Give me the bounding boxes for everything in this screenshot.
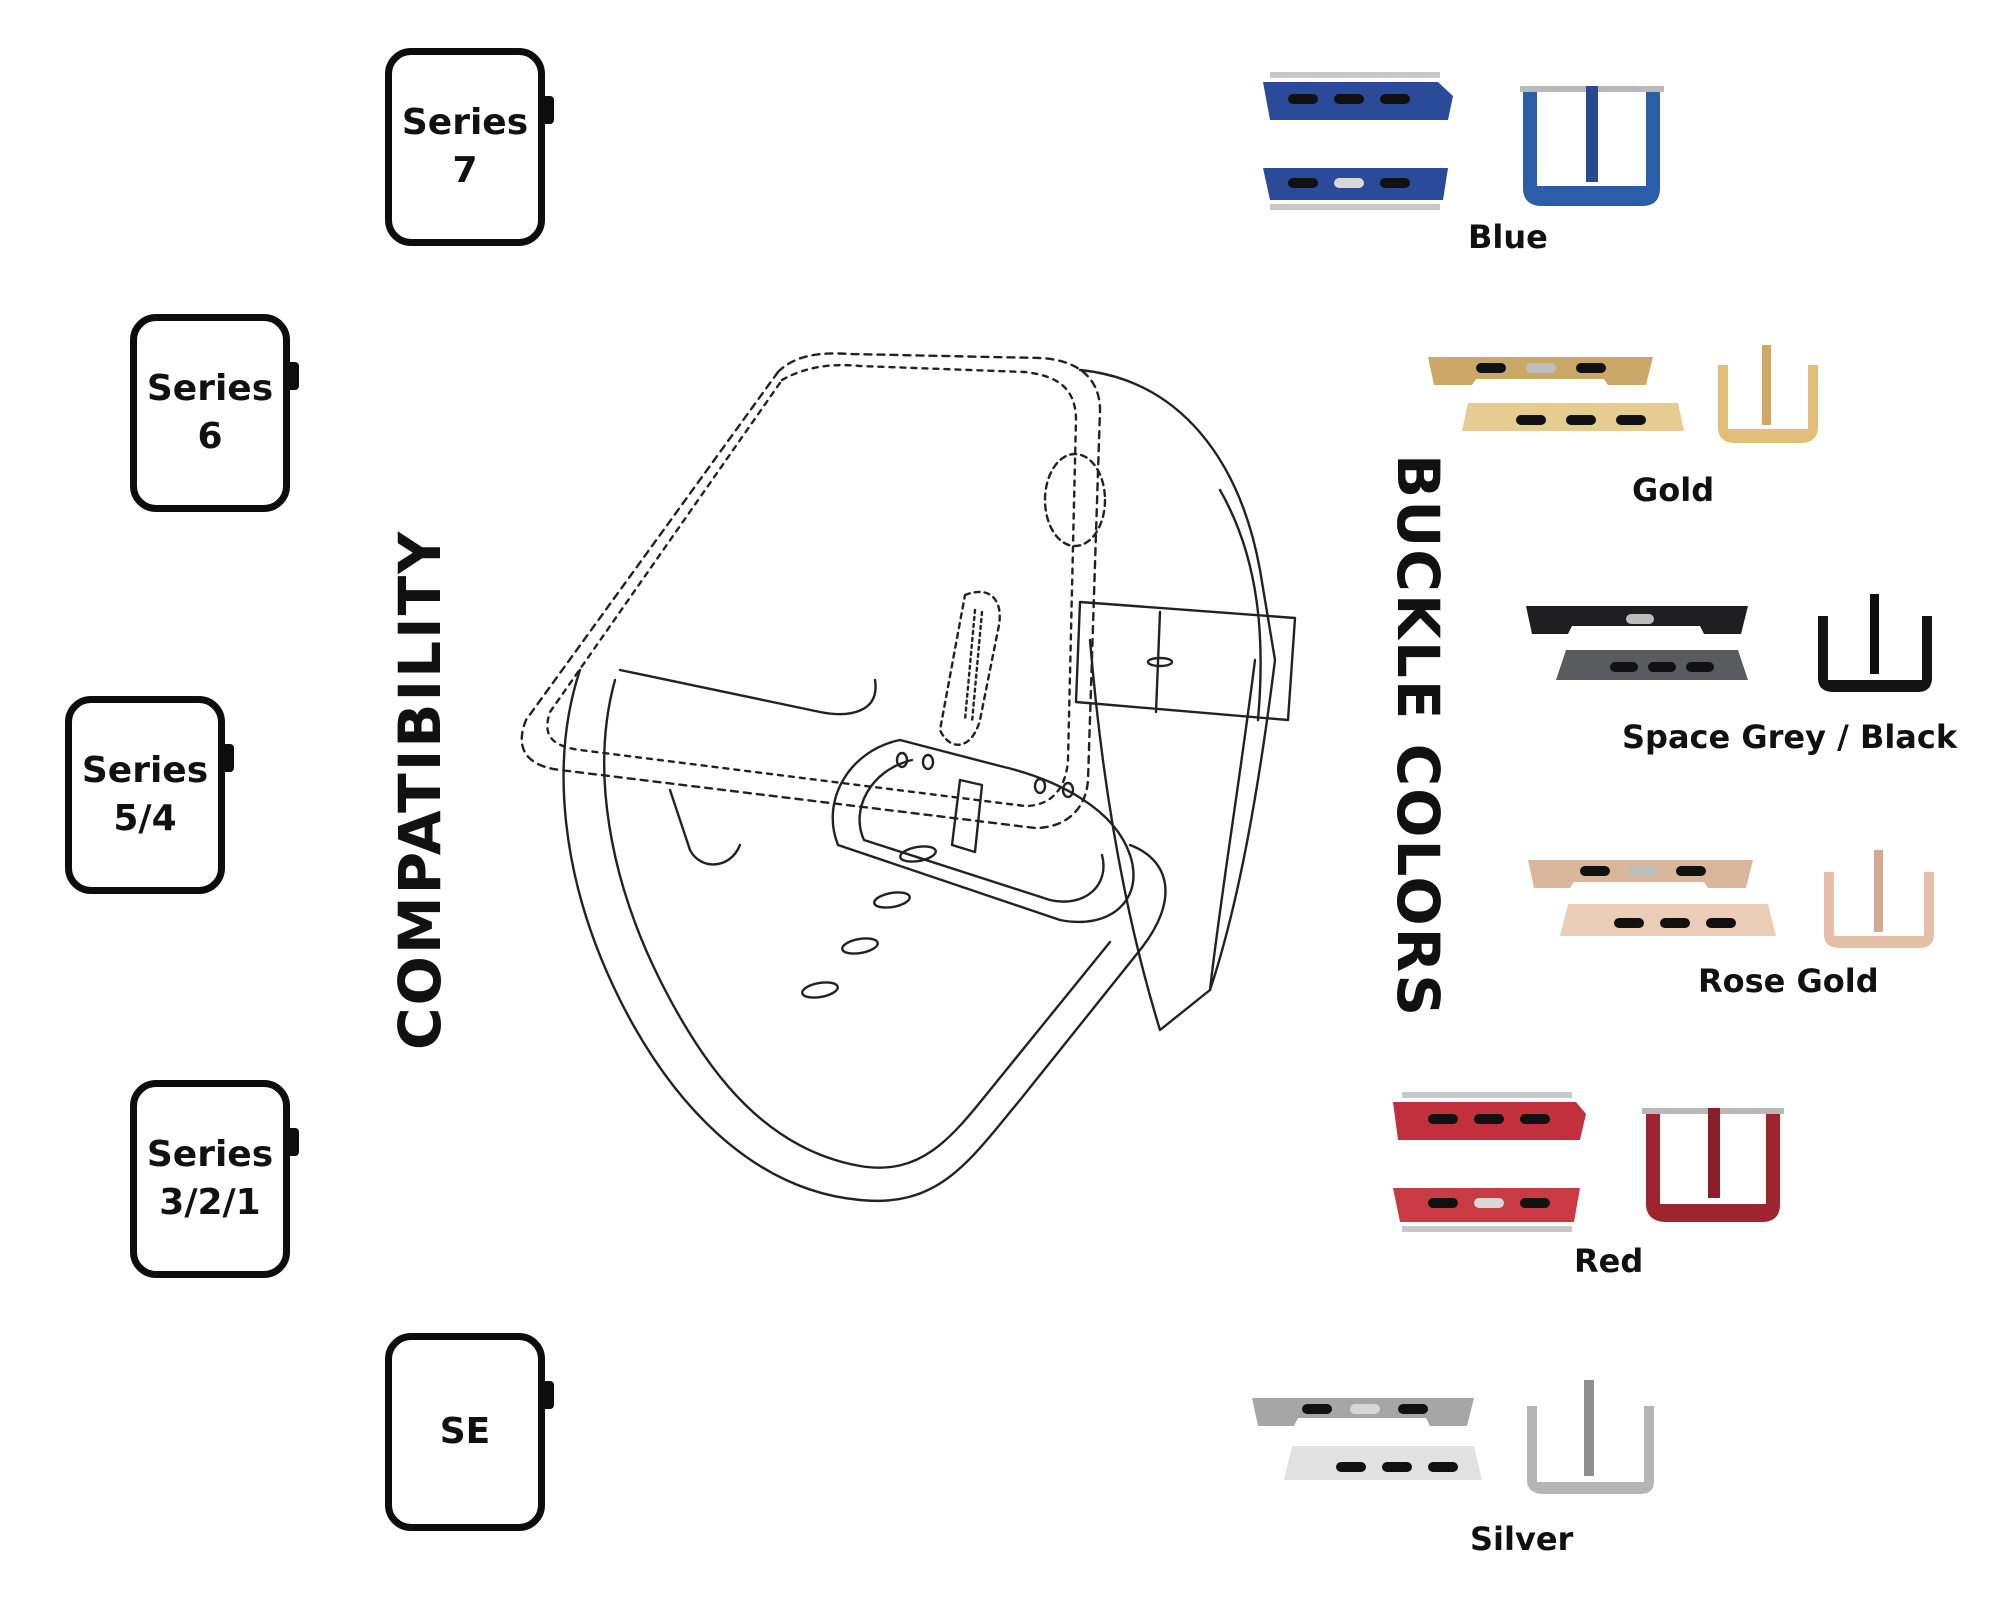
compatibility-heading: COMPATIBILITY [386, 529, 454, 1050]
connector-pair-icon [1428, 357, 1684, 431]
strap-hole [899, 845, 937, 863]
buckle-icon [1818, 594, 1932, 692]
connector-pair-icon [1252, 1398, 1482, 1480]
buckle-icon [1520, 86, 1664, 206]
buckle-icon [1824, 850, 1934, 948]
buckle-icon [1527, 1380, 1654, 1494]
keeper-loop [1074, 600, 1297, 722]
connector-pair-icon [1526, 606, 1748, 680]
watch-icon-series-3-2-1: Series 3/2/1 [130, 1080, 308, 1290]
watch-screen: Series 7 [385, 48, 545, 246]
buckle-colors-heading: BUCKLE COLORS [1384, 454, 1452, 1019]
watch-case-inner [546, 363, 1078, 808]
buckle-color-label: Gold [1632, 471, 1715, 509]
digital-crown-icon [1043, 452, 1107, 548]
buckle-color-label: Red [1574, 1242, 1644, 1280]
buckle-set-rose-gold: Rose Gold [1528, 850, 1948, 1000]
buckle-set-blue: Blue [1258, 60, 1678, 256]
watch-crown-icon [288, 1128, 299, 1156]
lug-connector [618, 668, 877, 716]
strap-hole [841, 937, 879, 955]
watch-crown-icon [543, 96, 554, 124]
buckle-icon [1642, 1108, 1784, 1222]
watch-crown-icon [543, 1381, 554, 1409]
upper-strap [1078, 368, 1277, 1032]
watch-icon-se: SE [385, 1333, 563, 1543]
buckle-icon [1718, 345, 1818, 443]
watch-icon-series-6: Series 6 [130, 314, 308, 524]
buckle-set-gold: Gold [1428, 345, 1848, 509]
strap-hole [801, 981, 839, 999]
watch-icon-series-7: Series 7 [385, 48, 563, 258]
buckle-color-label: Space Grey / Black [1622, 718, 1958, 756]
connector-pair-icon [1263, 72, 1453, 210]
watch-crown-icon [288, 362, 299, 390]
buckle-color-label: Blue [1468, 218, 1548, 256]
strap-hole [873, 891, 911, 909]
side-button-icon [938, 590, 1001, 746]
watch-screen: Series 5/4 [65, 696, 225, 894]
buckle-set-silver: Silver [1252, 1380, 1672, 1558]
buckle-color-label: Rose Gold [1698, 962, 1879, 1000]
watch-case-outline [520, 352, 1102, 830]
connector-pair-icon [1528, 860, 1776, 936]
model-label: SE [439, 1411, 491, 1452]
buckle-set-red: Red [1388, 1084, 1808, 1280]
watch-screen: Series 6 [130, 314, 290, 512]
model-label: Series 3/2/1 [146, 1134, 274, 1223]
buckle-color-label: Silver [1470, 1520, 1574, 1558]
buckle-set-space-grey-black: Space Grey / Black [1526, 594, 1957, 756]
lower-strap [562, 668, 1167, 1203]
buckle-pin [950, 778, 984, 854]
watch-screen: Series 3/2/1 [130, 1080, 290, 1278]
connector-pair-icon [1393, 1092, 1586, 1232]
model-label: Series 6 [146, 368, 274, 457]
model-label: Series 5/4 [81, 750, 209, 839]
watch-icon-series-5-4: Series 5/4 [65, 696, 243, 906]
watch-screen: SE [385, 1333, 545, 1531]
model-label: Series 7 [401, 102, 529, 191]
watch-crown-icon [223, 744, 234, 772]
watch-band-drawing [520, 352, 1297, 1203]
